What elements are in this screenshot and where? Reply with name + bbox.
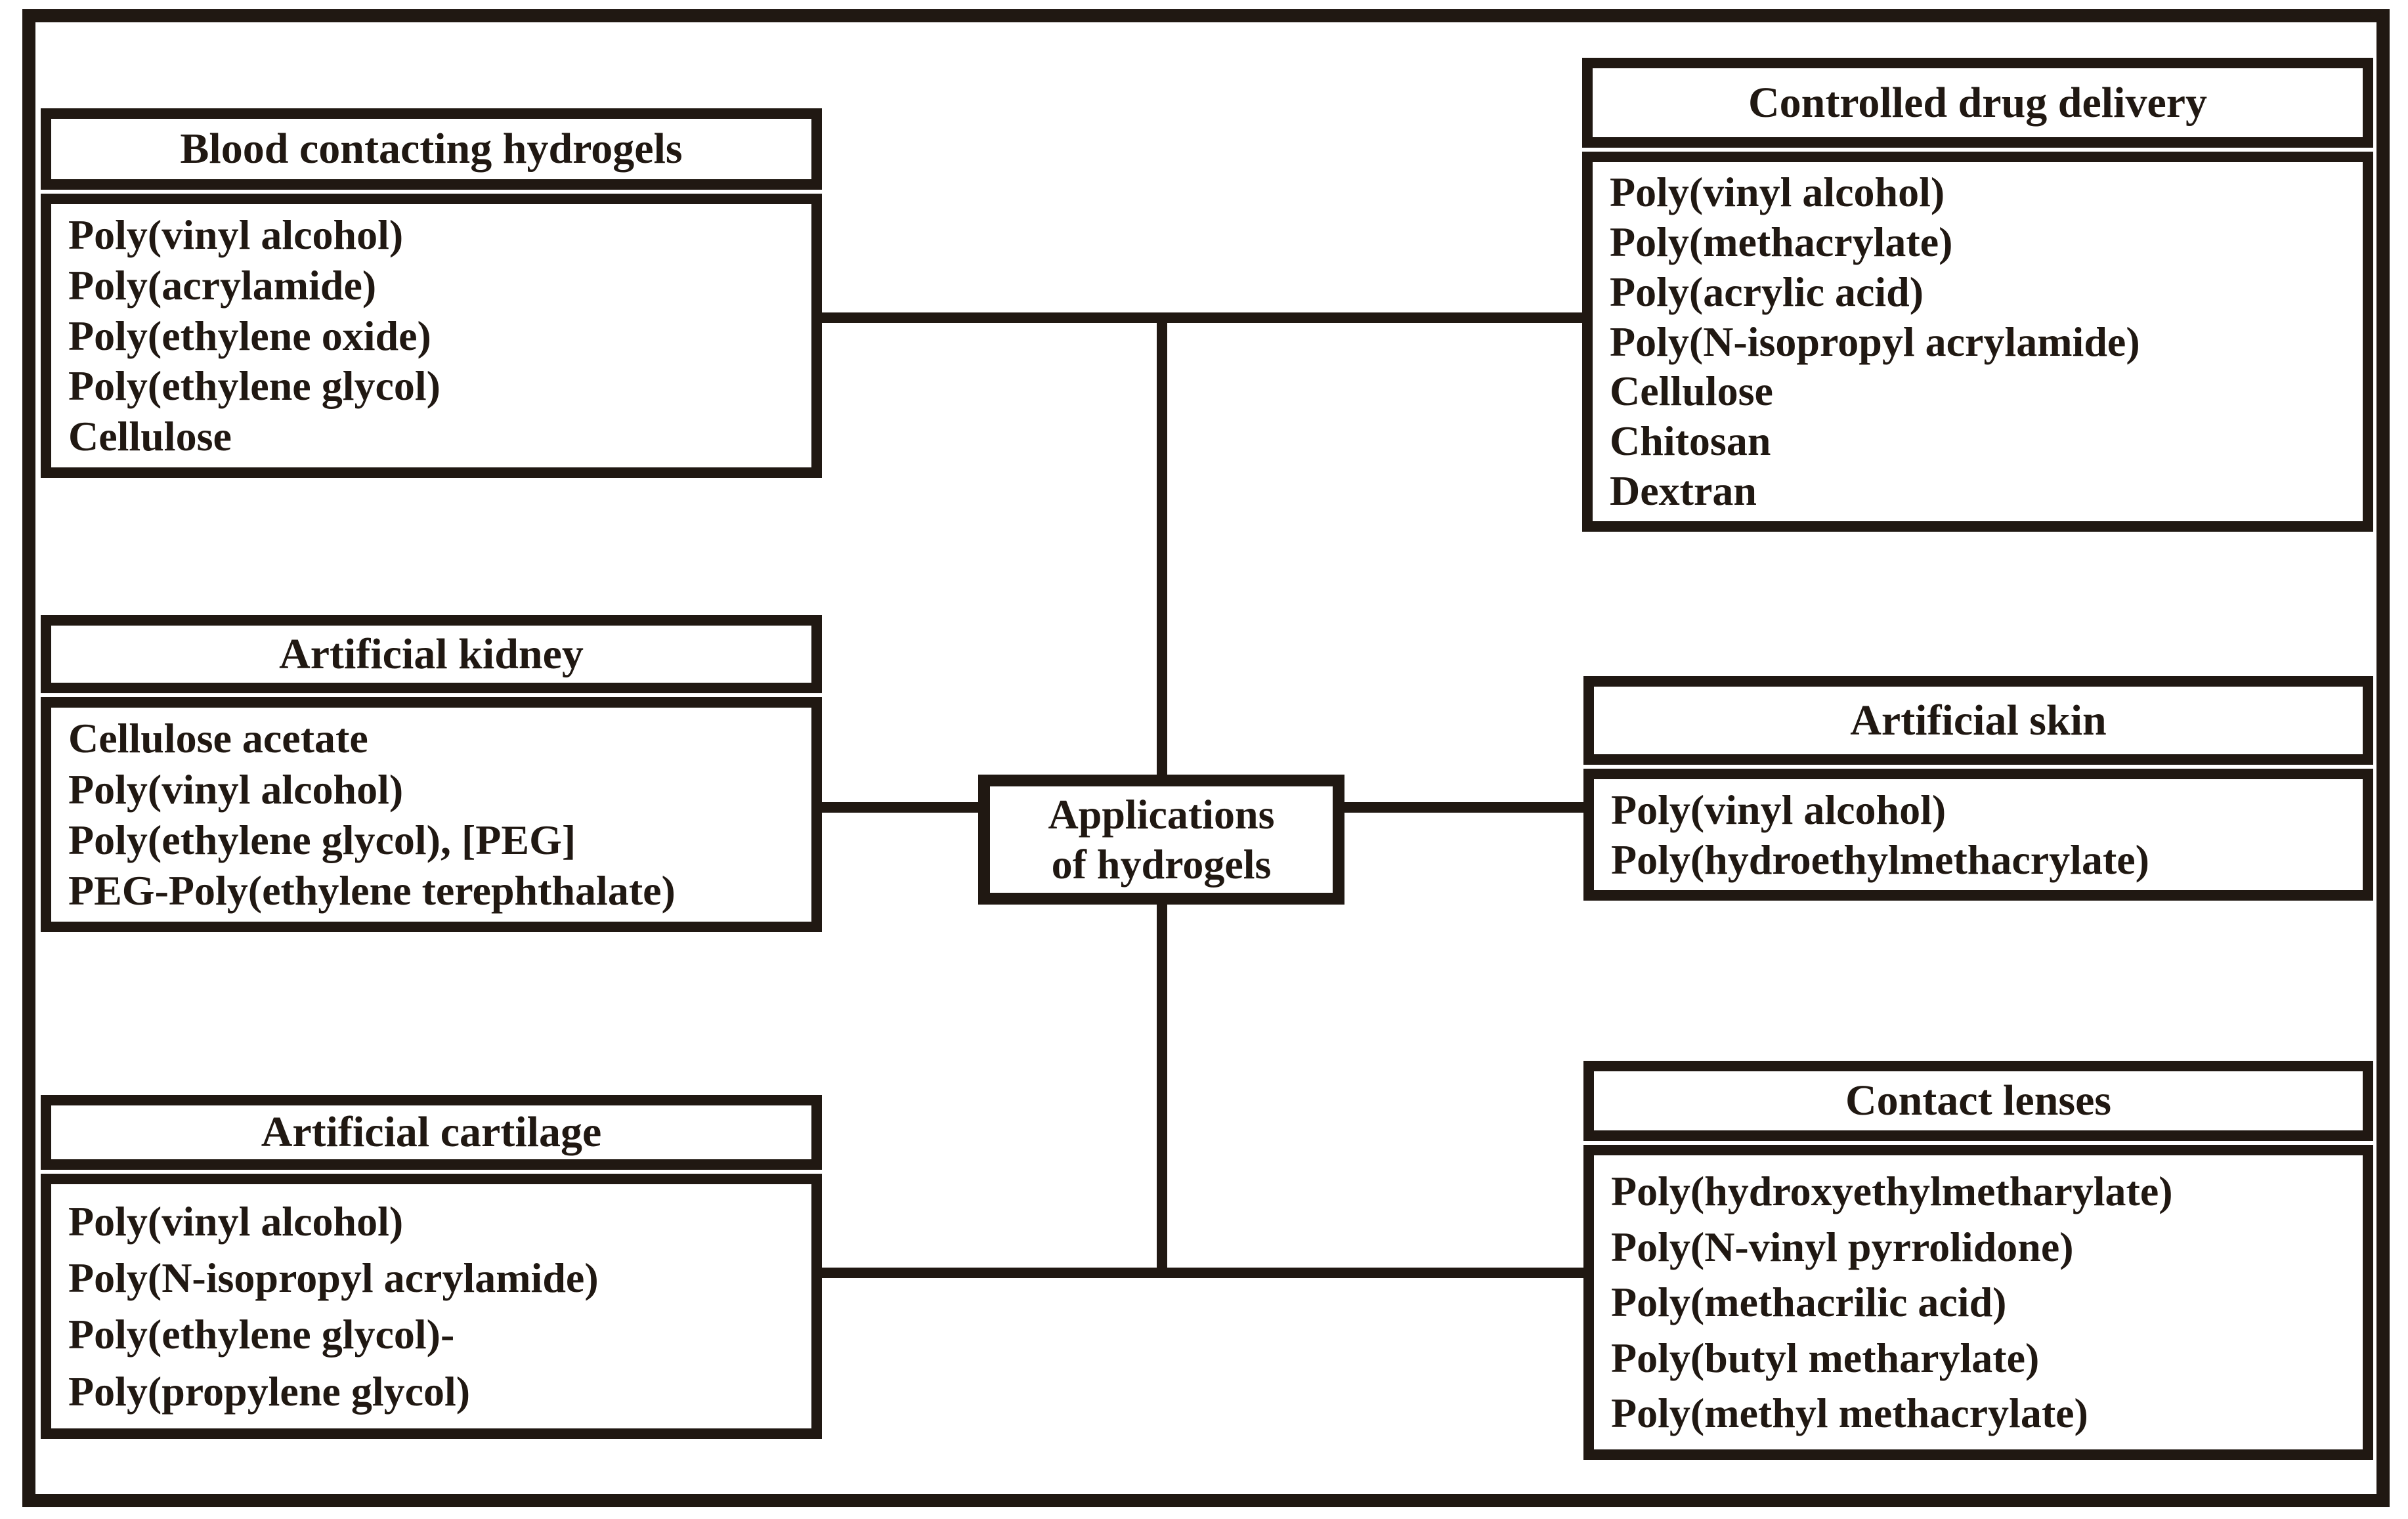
node-item-list: Poly(hydroxyethylmetharylate) Poly(N-vin…	[1583, 1145, 2373, 1460]
node-item-list: Poly(vinyl alcohol) Poly(methacrylate) P…	[1582, 152, 2373, 532]
node-title: Artificial kidney	[41, 615, 822, 693]
node-item-list: Poly(vinyl alcohol) Poly(acrylamide) Pol…	[41, 194, 822, 478]
polymer-item: Poly(butyl metharylate)	[1611, 1334, 2040, 1381]
polymer-item: Poly(ethylene glycol)	[68, 362, 441, 410]
polymer-item: Poly(methyl methacrylate)	[1611, 1390, 2088, 1437]
polymer-item: Poly(acrylamide)	[68, 261, 377, 309]
node-title: Artificial cartilage	[41, 1095, 822, 1170]
connector-trunk-lower	[1157, 901, 1167, 1278]
node-artificial-cartilage: Artificial cartilage Poly(vinyl alcohol)…	[41, 1095, 822, 1439]
node-item-list: Cellulose acetate Poly(vinyl alcohol) Po…	[41, 697, 822, 932]
node-title: Artificial skin	[1583, 676, 2373, 765]
polymer-item: Dextran	[1610, 467, 1757, 515]
connector-top-horizontal	[817, 312, 1585, 323]
node-artificial-skin: Artificial skin Poly(vinyl alcohol) Poly…	[1583, 676, 2373, 901]
polymer-item: Poly(N-vinyl pyrrolidone)	[1611, 1223, 2074, 1270]
polymer-item: Cellulose acetate	[68, 715, 368, 762]
polymer-item: Poly(ethylene glycol), [PEG]	[68, 816, 576, 863]
polymer-item: Poly(ethylene glycol)-	[68, 1311, 455, 1358]
polymer-item: PEG-Poly(ethylene terephthalate)	[68, 866, 676, 914]
polymer-item: Poly(ethylene oxide)	[68, 312, 431, 359]
node-item-list: Poly(vinyl alcohol) Poly(N-isopropyl acr…	[41, 1174, 822, 1439]
connector-middle-left	[817, 802, 981, 813]
polymer-item: Poly(vinyl alcohol)	[68, 211, 404, 259]
polymer-item: Poly(hydroxyethylmetharylate)	[1611, 1167, 2173, 1214]
node-blood-contacting-hydrogels: Blood contacting hydrogels Poly(vinyl al…	[41, 108, 822, 478]
center-hub-applications-of-hydrogels: Applications of hydrogels	[978, 775, 1344, 905]
polymer-item: Poly(vinyl alcohol)	[68, 765, 404, 813]
polymer-item: Poly(vinyl alcohol)	[68, 1197, 404, 1245]
node-title: Blood contacting hydrogels	[41, 108, 822, 190]
polymer-item: Poly(vinyl alcohol)	[1610, 169, 1945, 216]
polymer-item: Cellulose	[68, 413, 232, 460]
polymer-item: Chitosan	[1610, 417, 1771, 465]
center-hub-line2: of hydrogels	[1051, 841, 1272, 888]
polymer-item: Poly(N-isopropyl acrylamide)	[68, 1254, 599, 1301]
node-item-list: Poly(vinyl alcohol) Poly(hydroethylmetha…	[1583, 769, 2373, 901]
polymer-item: Cellulose	[1610, 368, 1773, 415]
polymer-item: Poly(vinyl alcohol)	[1611, 786, 1946, 833]
center-hub-line1: Applications	[1048, 791, 1275, 838]
connector-bottom-horizontal	[817, 1268, 1585, 1278]
polymer-item: Poly(N-isopropyl acrylamide)	[1610, 318, 2140, 365]
connector-middle-right	[1341, 802, 1587, 813]
node-title: Contact lenses	[1583, 1061, 2373, 1141]
polymer-item: Poly(acrylic acid)	[1610, 268, 1924, 315]
polymer-item: Poly(methacrilic acid)	[1611, 1279, 2007, 1326]
polymer-item: Poly(propylene glycol)	[68, 1367, 471, 1415]
connector-trunk-upper	[1157, 312, 1167, 779]
node-artificial-kidney: Artificial kidney Cellulose acetate Poly…	[41, 615, 822, 932]
node-contact-lenses: Contact lenses Poly(hydroxyethylmetharyl…	[1583, 1061, 2373, 1460]
polymer-item: Poly(hydroethylmethacrylate)	[1611, 836, 2149, 883]
node-controlled-drug-delivery: Controlled drug delivery Poly(vinyl alco…	[1582, 58, 2373, 532]
polymer-item: Poly(methacrylate)	[1610, 218, 1953, 265]
node-title: Controlled drug delivery	[1582, 58, 2373, 148]
diagram-outer-border	[22, 9, 2390, 1507]
